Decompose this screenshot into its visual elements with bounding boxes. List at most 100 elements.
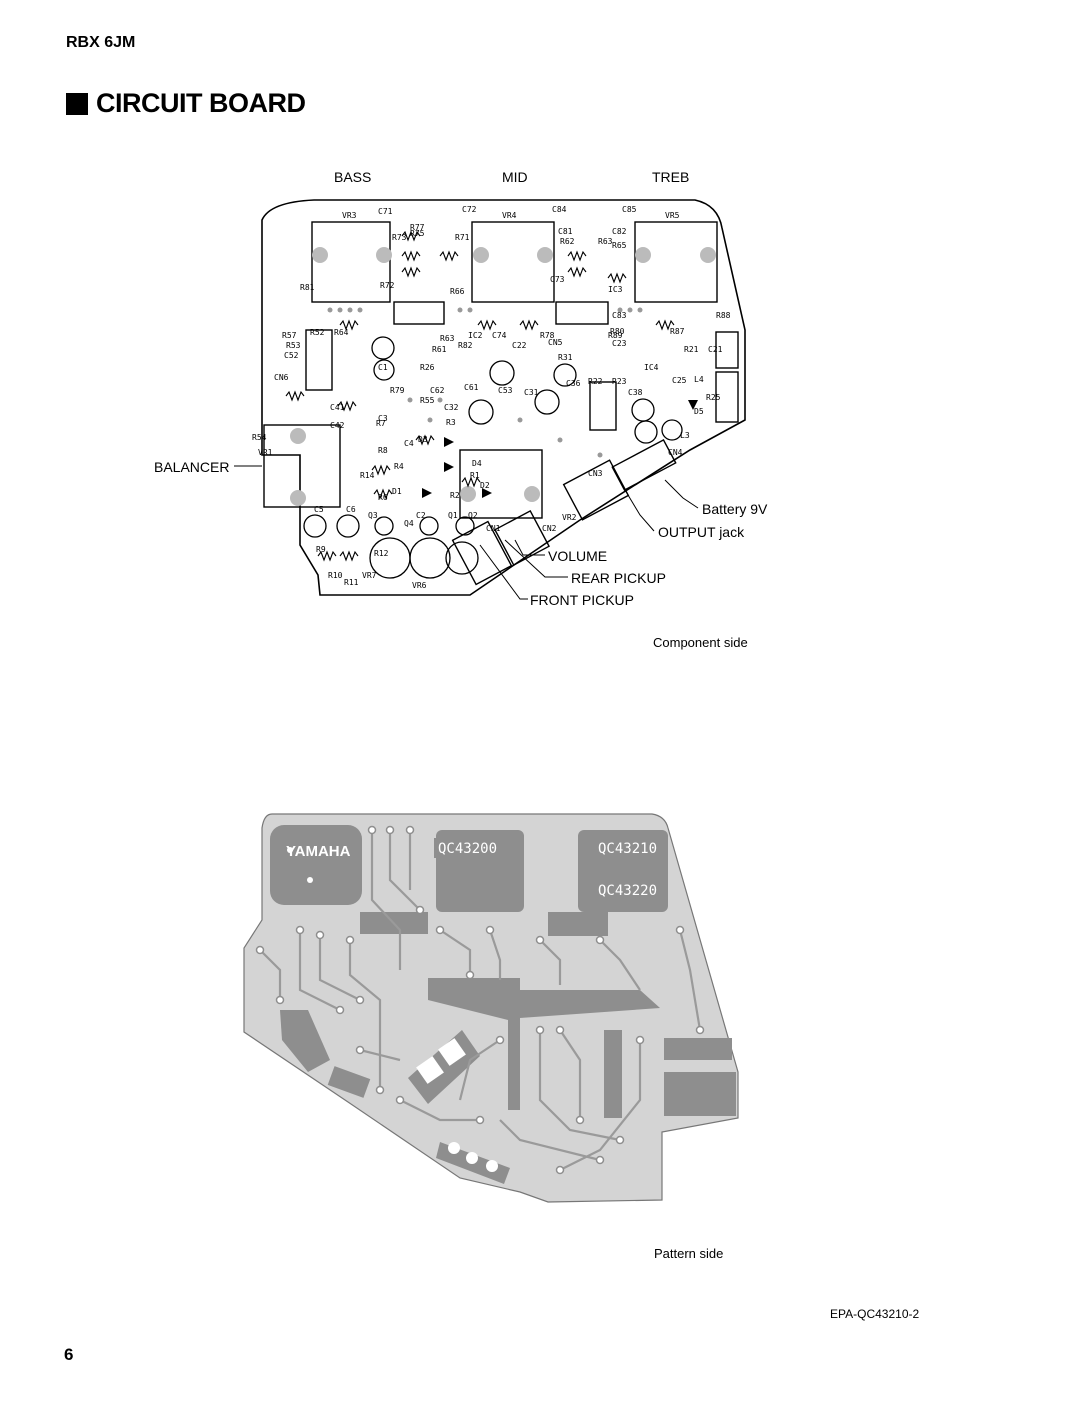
ref-designator: Q3 [368, 511, 378, 520]
label-battery: Battery 9V [702, 501, 768, 517]
caption-pattern-side: Pattern side [654, 1246, 724, 1261]
ref-designator: R52 [310, 328, 325, 337]
ref-designator: R53 [286, 341, 301, 350]
ref-designator: R25 [706, 393, 721, 402]
ref-designator: D1 [392, 487, 402, 496]
ref-designator: R80 [610, 327, 625, 336]
ref-designator: R89 [608, 331, 623, 340]
ref-designator: IC3 [608, 285, 623, 294]
ref-designator: VR1 [258, 448, 273, 457]
ref-designator: C36 [566, 379, 581, 388]
ref-designator: R3 [446, 418, 456, 427]
page-number: 6 [64, 1345, 74, 1364]
ref-designator: C6 [346, 505, 356, 514]
ref-designator: R11 [344, 578, 359, 587]
ref-designator: C32 [444, 403, 459, 412]
ref-designator: R23 [612, 377, 627, 386]
ref-designator: R54 [252, 433, 267, 442]
label-output-jack: OUTPUT jack [658, 524, 745, 540]
label-rear-pickup: REAR PICKUP [571, 570, 666, 586]
ref-designator: C62 [430, 386, 445, 395]
ref-designator: C73 [550, 275, 565, 284]
ref-designator: IC2 [468, 331, 483, 340]
ref-designator: C82 [612, 227, 627, 236]
ref-designator: D3 [418, 435, 428, 444]
ref-designator: CN4 [668, 448, 683, 457]
pattern-id-3: QC43220 [598, 883, 657, 899]
ref-designator: R21 [684, 345, 699, 354]
ref-designator: C52 [284, 351, 299, 360]
ref-designator: C4 [404, 439, 414, 448]
ref-designator: C42 [330, 421, 345, 430]
ref-designator: R7 [376, 419, 386, 428]
label-balancer: BALANCER [154, 459, 230, 475]
model-name: RBX 6JM [66, 34, 136, 51]
ref-designator: VR6 [412, 581, 427, 590]
pattern-logo-text: YAMAHA [286, 843, 351, 860]
ref-designator: CN6 [274, 373, 289, 382]
ref-designator: R75 [410, 229, 425, 238]
ref-designator: C25 [672, 376, 687, 385]
ref-designator: C3 [378, 414, 388, 423]
ref-designator: R82 [458, 341, 473, 350]
ref-designator: C61 [464, 383, 479, 392]
ref-designator: R6 [378, 493, 388, 502]
pot-vr2 [459, 449, 543, 519]
ref-designator: C41 [330, 403, 345, 412]
ref-designator: R65 [612, 241, 627, 250]
ref-designator: CN5 [548, 338, 563, 347]
ref-designator: VR5 [665, 211, 680, 220]
ref-designator: R81 [300, 283, 315, 292]
ref-designator: R71 [455, 233, 470, 242]
ref-designator: Q4 [404, 519, 414, 528]
ref-designator: Q1 [448, 511, 458, 520]
ref-designator: C1 [378, 363, 388, 372]
heading-square-icon [66, 92, 88, 115]
ref-designator: R55 [420, 396, 435, 405]
ref-designator: CN1 [486, 524, 501, 533]
ref-designator: VR7 [362, 571, 377, 580]
ref-designator: R62 [560, 237, 575, 246]
ref-designator: R12 [374, 549, 389, 558]
ref-designator: R63 [440, 334, 455, 343]
ref-designator: C21 [708, 345, 723, 354]
ref-designator: C83 [612, 311, 627, 320]
page-title: CIRCUIT BOARD [96, 88, 306, 118]
ref-designator: R73 [392, 233, 407, 242]
connector-cn1 [451, 520, 513, 586]
label-mid: MID [502, 169, 528, 185]
ref-designator: R63 [598, 237, 613, 246]
ref-designator: C85 [622, 205, 637, 214]
ref-designator: C2 [416, 511, 426, 520]
ref-designator: R8 [378, 446, 388, 455]
connector-cn6 [715, 371, 739, 423]
ref-designator: R14 [360, 471, 375, 480]
ref-designator: R2 [450, 491, 460, 500]
pot-vr3 [311, 221, 391, 303]
ref-designator: C81 [558, 227, 573, 236]
ref-designator: R78 [540, 331, 555, 340]
ref-designator: C23 [612, 339, 627, 348]
connector-cn4 [611, 438, 677, 492]
ref-designator: R61 [432, 345, 447, 354]
ref-designator: R26 [420, 363, 435, 372]
ref-designator: D2 [480, 481, 490, 490]
ref-designator: R77 [410, 223, 425, 232]
connector-cn3 [562, 459, 630, 521]
label-bass: BASS [334, 169, 372, 185]
ref-designator: L3 [680, 431, 690, 440]
ref-designator: C53 [498, 386, 513, 395]
section-heading: CIRCUIT BOARD [66, 88, 306, 119]
ref-designator: R10 [328, 571, 343, 580]
ref-designator: C84 [552, 205, 567, 214]
pattern-side-board: YAMAHA QC43200 QC43210 QC43220 [243, 813, 739, 1203]
ref-designator: R9 [316, 545, 326, 554]
label-volume: VOLUME [548, 548, 608, 564]
ref-designator: R88 [716, 311, 731, 320]
caption-component-side: Component side [653, 635, 748, 650]
pattern-id-2: QC43210 [598, 841, 657, 857]
ref-designator: VR4 [502, 211, 517, 220]
pot-vr1 [263, 424, 341, 508]
ref-designator: C22 [512, 341, 527, 350]
